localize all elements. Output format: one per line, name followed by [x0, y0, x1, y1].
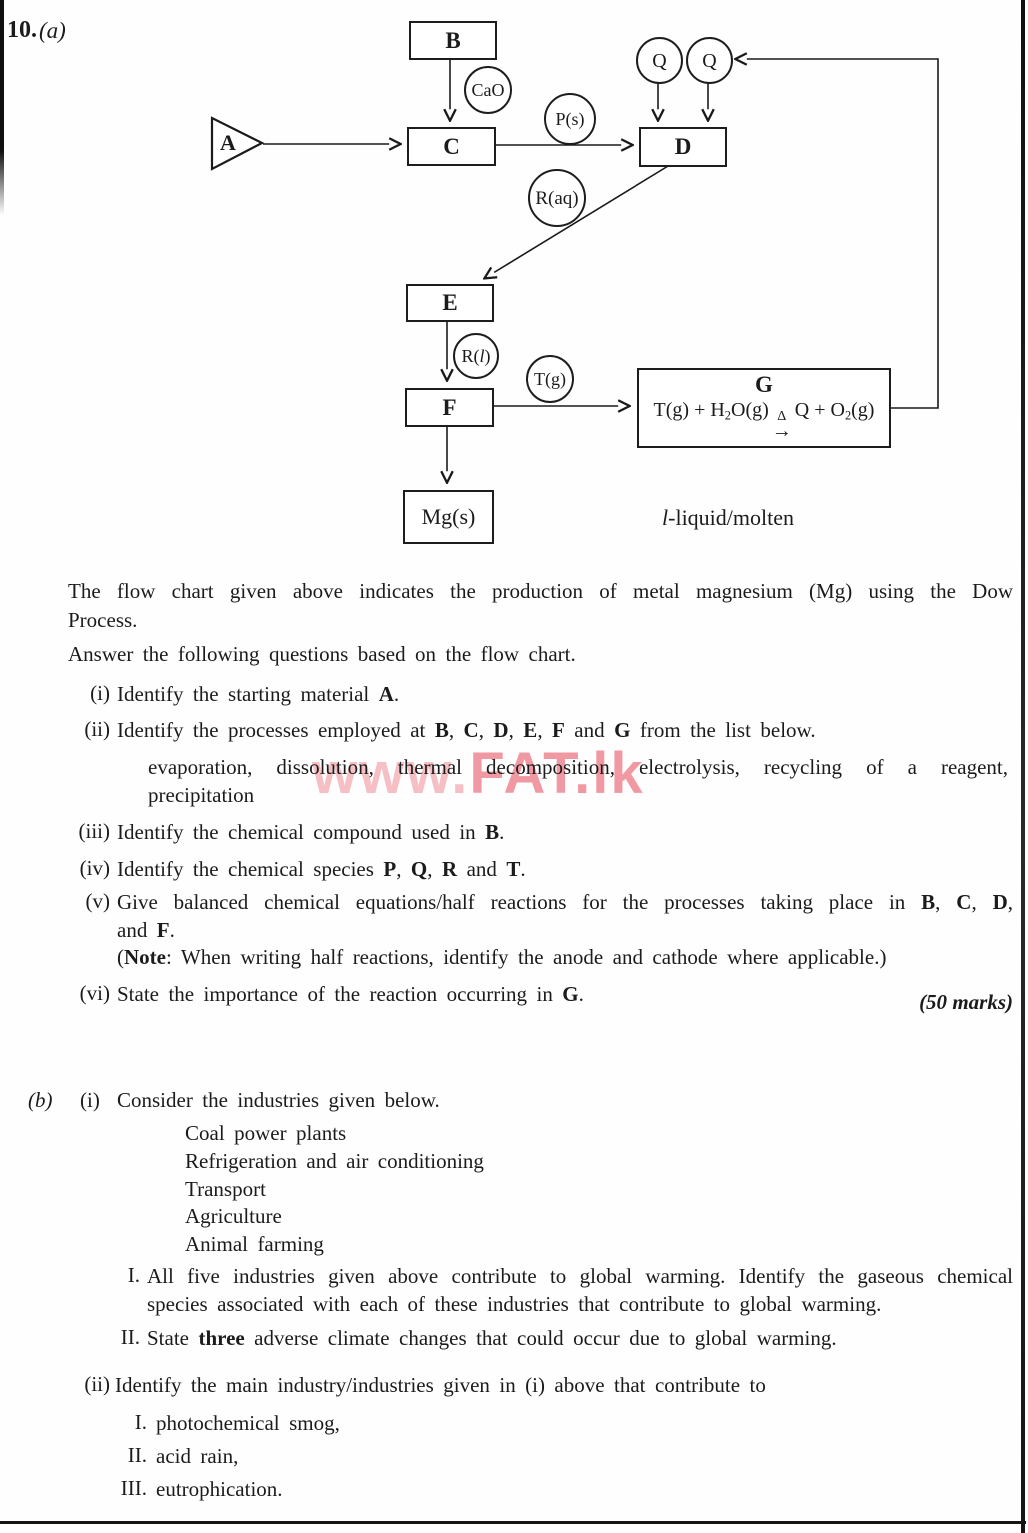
- box-c: C: [407, 127, 496, 166]
- eq-lhs: T(g) + H: [653, 399, 725, 422]
- qb-ii-sub2-text: acid rain,: [156, 1444, 239, 1468]
- reaction-arrow: Δ→: [771, 409, 792, 443]
- qa-v-note: (Note: When writing half reactions, iden…: [117, 945, 887, 969]
- box-mg: Mg(s): [403, 490, 494, 544]
- arrow-symbol: →: [771, 420, 792, 443]
- box-d: D: [639, 127, 727, 167]
- qb-item2-num: II.: [120, 1325, 140, 1349]
- intro-line-1: The flow chart given above indicates the…: [68, 579, 1013, 603]
- qa-ii-text: Identify the processes employed at B, C,…: [117, 718, 816, 742]
- qb-ii-text: Identify the main industry/industries gi…: [115, 1373, 766, 1397]
- triangle-a-shape: [210, 116, 265, 171]
- qa-v-line1: Give balanced chemical equations/half re…: [117, 890, 1013, 914]
- qb-item2-text: State three adverse climate changes that…: [147, 1326, 837, 1350]
- industry-item-5: Animal farming: [185, 1232, 324, 1256]
- qa-ii-list-line1: evaporation, dissolution, thermal decomp…: [148, 755, 1008, 779]
- qa-iii-text: Identify the chemical compound used in B…: [117, 820, 505, 844]
- qa-i-text: Identify the starting material A.: [117, 682, 400, 706]
- delta-symbol: Δ: [777, 409, 787, 425]
- box-g-equation: T(g) + H2O(g)Δ→Q + O2(g): [653, 399, 875, 443]
- qb-ii-sub1-num: I.: [134, 1410, 147, 1434]
- circle-tg: T(g): [526, 355, 574, 403]
- industry-item-1: Coal power plants: [185, 1121, 347, 1145]
- qa-vi-num: (vi): [79, 981, 110, 1005]
- eq-sub2: 2: [844, 408, 852, 423]
- marks-label: (50 marks): [919, 990, 1013, 1014]
- circle-q1: Q: [636, 37, 683, 84]
- qa-iv-num: (iv): [79, 856, 110, 880]
- triangle-a-label: A: [220, 130, 236, 155]
- question-number: 10.: [7, 17, 37, 43]
- legend-liquid-molten: l-liquid/molten: [662, 505, 795, 530]
- watermark-part2: FAT.lk: [469, 741, 645, 806]
- qb-ii-sub1-text: photochemical smog,: [156, 1411, 340, 1435]
- qb-i-text: Consider the industries given below.: [117, 1088, 440, 1112]
- qa-v-num: (v): [85, 889, 111, 913]
- part-a-label: (a): [39, 18, 66, 43]
- qa-vi-text: State the importance of the reaction occ…: [117, 982, 584, 1006]
- circle-rl: R(l): [453, 333, 499, 379]
- box-b: B: [409, 21, 497, 60]
- watermark: www.FAT.lk: [312, 740, 645, 807]
- circle-raq: R(aq): [528, 169, 586, 227]
- qb-item1-line1: All five industries given above contribu…: [147, 1264, 1013, 1288]
- circle-cao: CaO: [464, 66, 512, 114]
- eq-rhs: Q + O: [794, 399, 845, 422]
- qa-iii-num: (iii): [78, 819, 111, 843]
- watermark-part1: www.: [312, 741, 470, 806]
- intro-answer-line: Answer the following questions based on …: [68, 642, 576, 666]
- qa-ii-list-line2: precipitation: [148, 783, 255, 807]
- flow-chart: A B C D E F Mg(s) G T(g) + H2O(g)Δ→Q + O…: [0, 0, 1028, 560]
- qb-ii-num: (ii): [84, 1372, 110, 1396]
- qb-i-num: (i): [80, 1088, 100, 1112]
- qa-v-line2: and F.: [117, 918, 175, 942]
- qb-ii-sub3-text: eutrophication.: [156, 1477, 283, 1501]
- box-g: G T(g) + H2O(g)Δ→Q + O2(g): [637, 368, 891, 448]
- part-b-label: (b): [28, 1088, 53, 1112]
- qb-ii-sub3-num: III.: [120, 1476, 147, 1500]
- box-f: F: [405, 388, 494, 427]
- qa-i-num: (i): [90, 681, 110, 705]
- scan-border-left: [0, 0, 4, 215]
- scan-border-right: [1021, 0, 1025, 1533]
- qb-item1-line2: species associated with each of these in…: [147, 1292, 882, 1316]
- intro-line-2: Process.: [68, 608, 138, 632]
- qa-ii-num: (ii): [84, 717, 110, 741]
- qb-ii-sub2-num: II.: [127, 1443, 147, 1467]
- industry-item-3: Transport: [185, 1177, 266, 1201]
- qa-iv-text: Identify the chemical species P, Q, R an…: [117, 857, 526, 881]
- box-e: E: [406, 284, 494, 322]
- industry-item-4: Agriculture: [185, 1204, 282, 1228]
- eq-end: (g): [851, 399, 875, 422]
- eq-mid: O(g): [731, 399, 769, 422]
- industry-item-2: Refrigeration and air conditioning: [185, 1149, 484, 1173]
- circle-ps: P(s): [544, 93, 596, 145]
- flow-chart-arrows: [210, 0, 939, 560]
- eq-sub1: 2: [724, 408, 731, 423]
- box-g-title: G: [755, 372, 773, 397]
- circle-q2: Q: [686, 37, 733, 84]
- scan-border-bottom: [0, 1521, 1026, 1524]
- qb-item1-num: I.: [127, 1263, 140, 1287]
